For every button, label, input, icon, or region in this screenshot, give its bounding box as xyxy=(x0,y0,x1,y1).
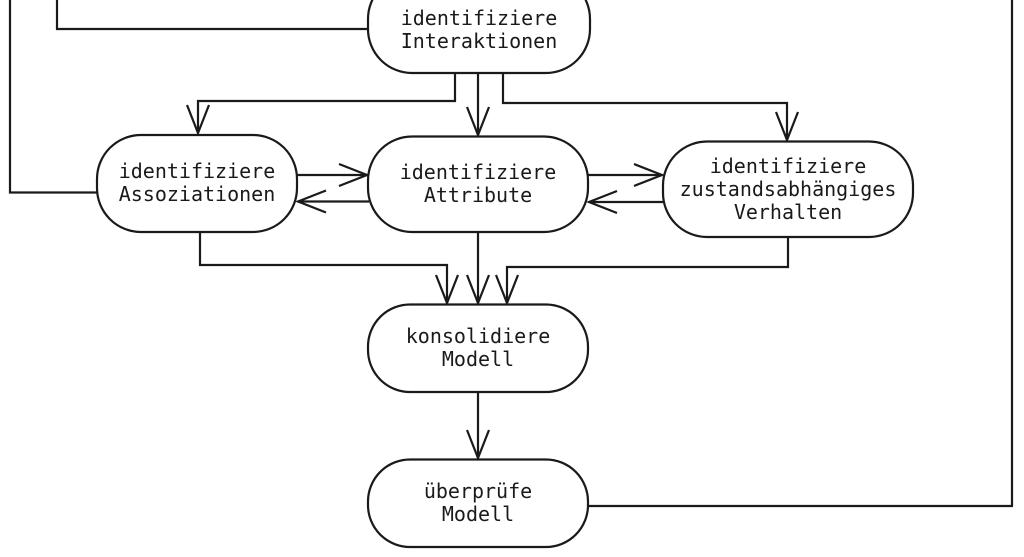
node-identifiziere-zustandsabhaengiges-verhalten-label: identifiziere zustandsabhängiges Verhalt… xyxy=(679,154,897,224)
node-identifiziere-interaktionen-shape xyxy=(366,0,592,75)
node-identifiziere-assoziationen-shape xyxy=(95,133,299,234)
node-identifiziere-assoziationen-label: identifiziere Assoziationen xyxy=(118,159,276,206)
edge-interaktionen-to-verhalten xyxy=(501,73,800,144)
node-identifiziere-interaktionen-label: identifiziere Interaktionen xyxy=(400,6,558,53)
edge-assoziationen-to-konsolidiere xyxy=(198,231,460,307)
edge-verhalten-to-konsolidiere xyxy=(494,236,790,307)
edge-top-left-to-assoziationen xyxy=(8,0,99,194)
node-identifiziere-attribute-shape xyxy=(366,135,590,234)
node-identifiziere-zustandsabhaengiges-verhalten-shape xyxy=(661,140,915,239)
node-ueberpruefe-modell-shape xyxy=(366,458,590,549)
node-konsolidiere-modell-label: konsolidiere Modell xyxy=(405,324,551,371)
edge-ueberpruefe-feedback-right xyxy=(589,0,1014,508)
edge-interaktionen-to-assoziationen xyxy=(185,73,457,137)
node-ueberpruefe-modell-label: überprüfe Modell xyxy=(423,479,533,526)
node-identifiziere-attribute-label: identifiziere Attribute xyxy=(399,160,557,207)
node-konsolidiere-modell-shape xyxy=(366,303,590,394)
edge-top-left-to-interaktionen xyxy=(55,0,371,31)
